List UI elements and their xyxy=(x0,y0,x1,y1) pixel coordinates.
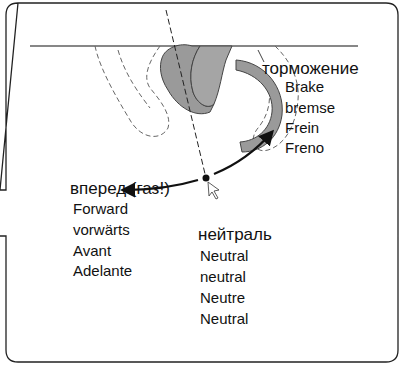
translation: Avant xyxy=(73,243,111,260)
translation: bremse xyxy=(285,100,335,117)
translation: Neutral xyxy=(200,248,248,265)
translation: Brake xyxy=(285,79,324,96)
translation: neutral xyxy=(200,269,246,286)
translation: vorwärts xyxy=(73,222,130,239)
translation: Adelante xyxy=(73,263,132,280)
group-heading: вперед (газ!) xyxy=(70,180,170,199)
translation: Forward xyxy=(73,201,128,218)
translation: Neutre xyxy=(200,290,245,307)
translation: Freno xyxy=(285,140,324,157)
group-heading: нейтраль xyxy=(198,226,272,245)
group-heading: торможение xyxy=(262,60,359,79)
translation: Frein xyxy=(285,120,319,137)
translation: Neutral xyxy=(200,311,248,328)
